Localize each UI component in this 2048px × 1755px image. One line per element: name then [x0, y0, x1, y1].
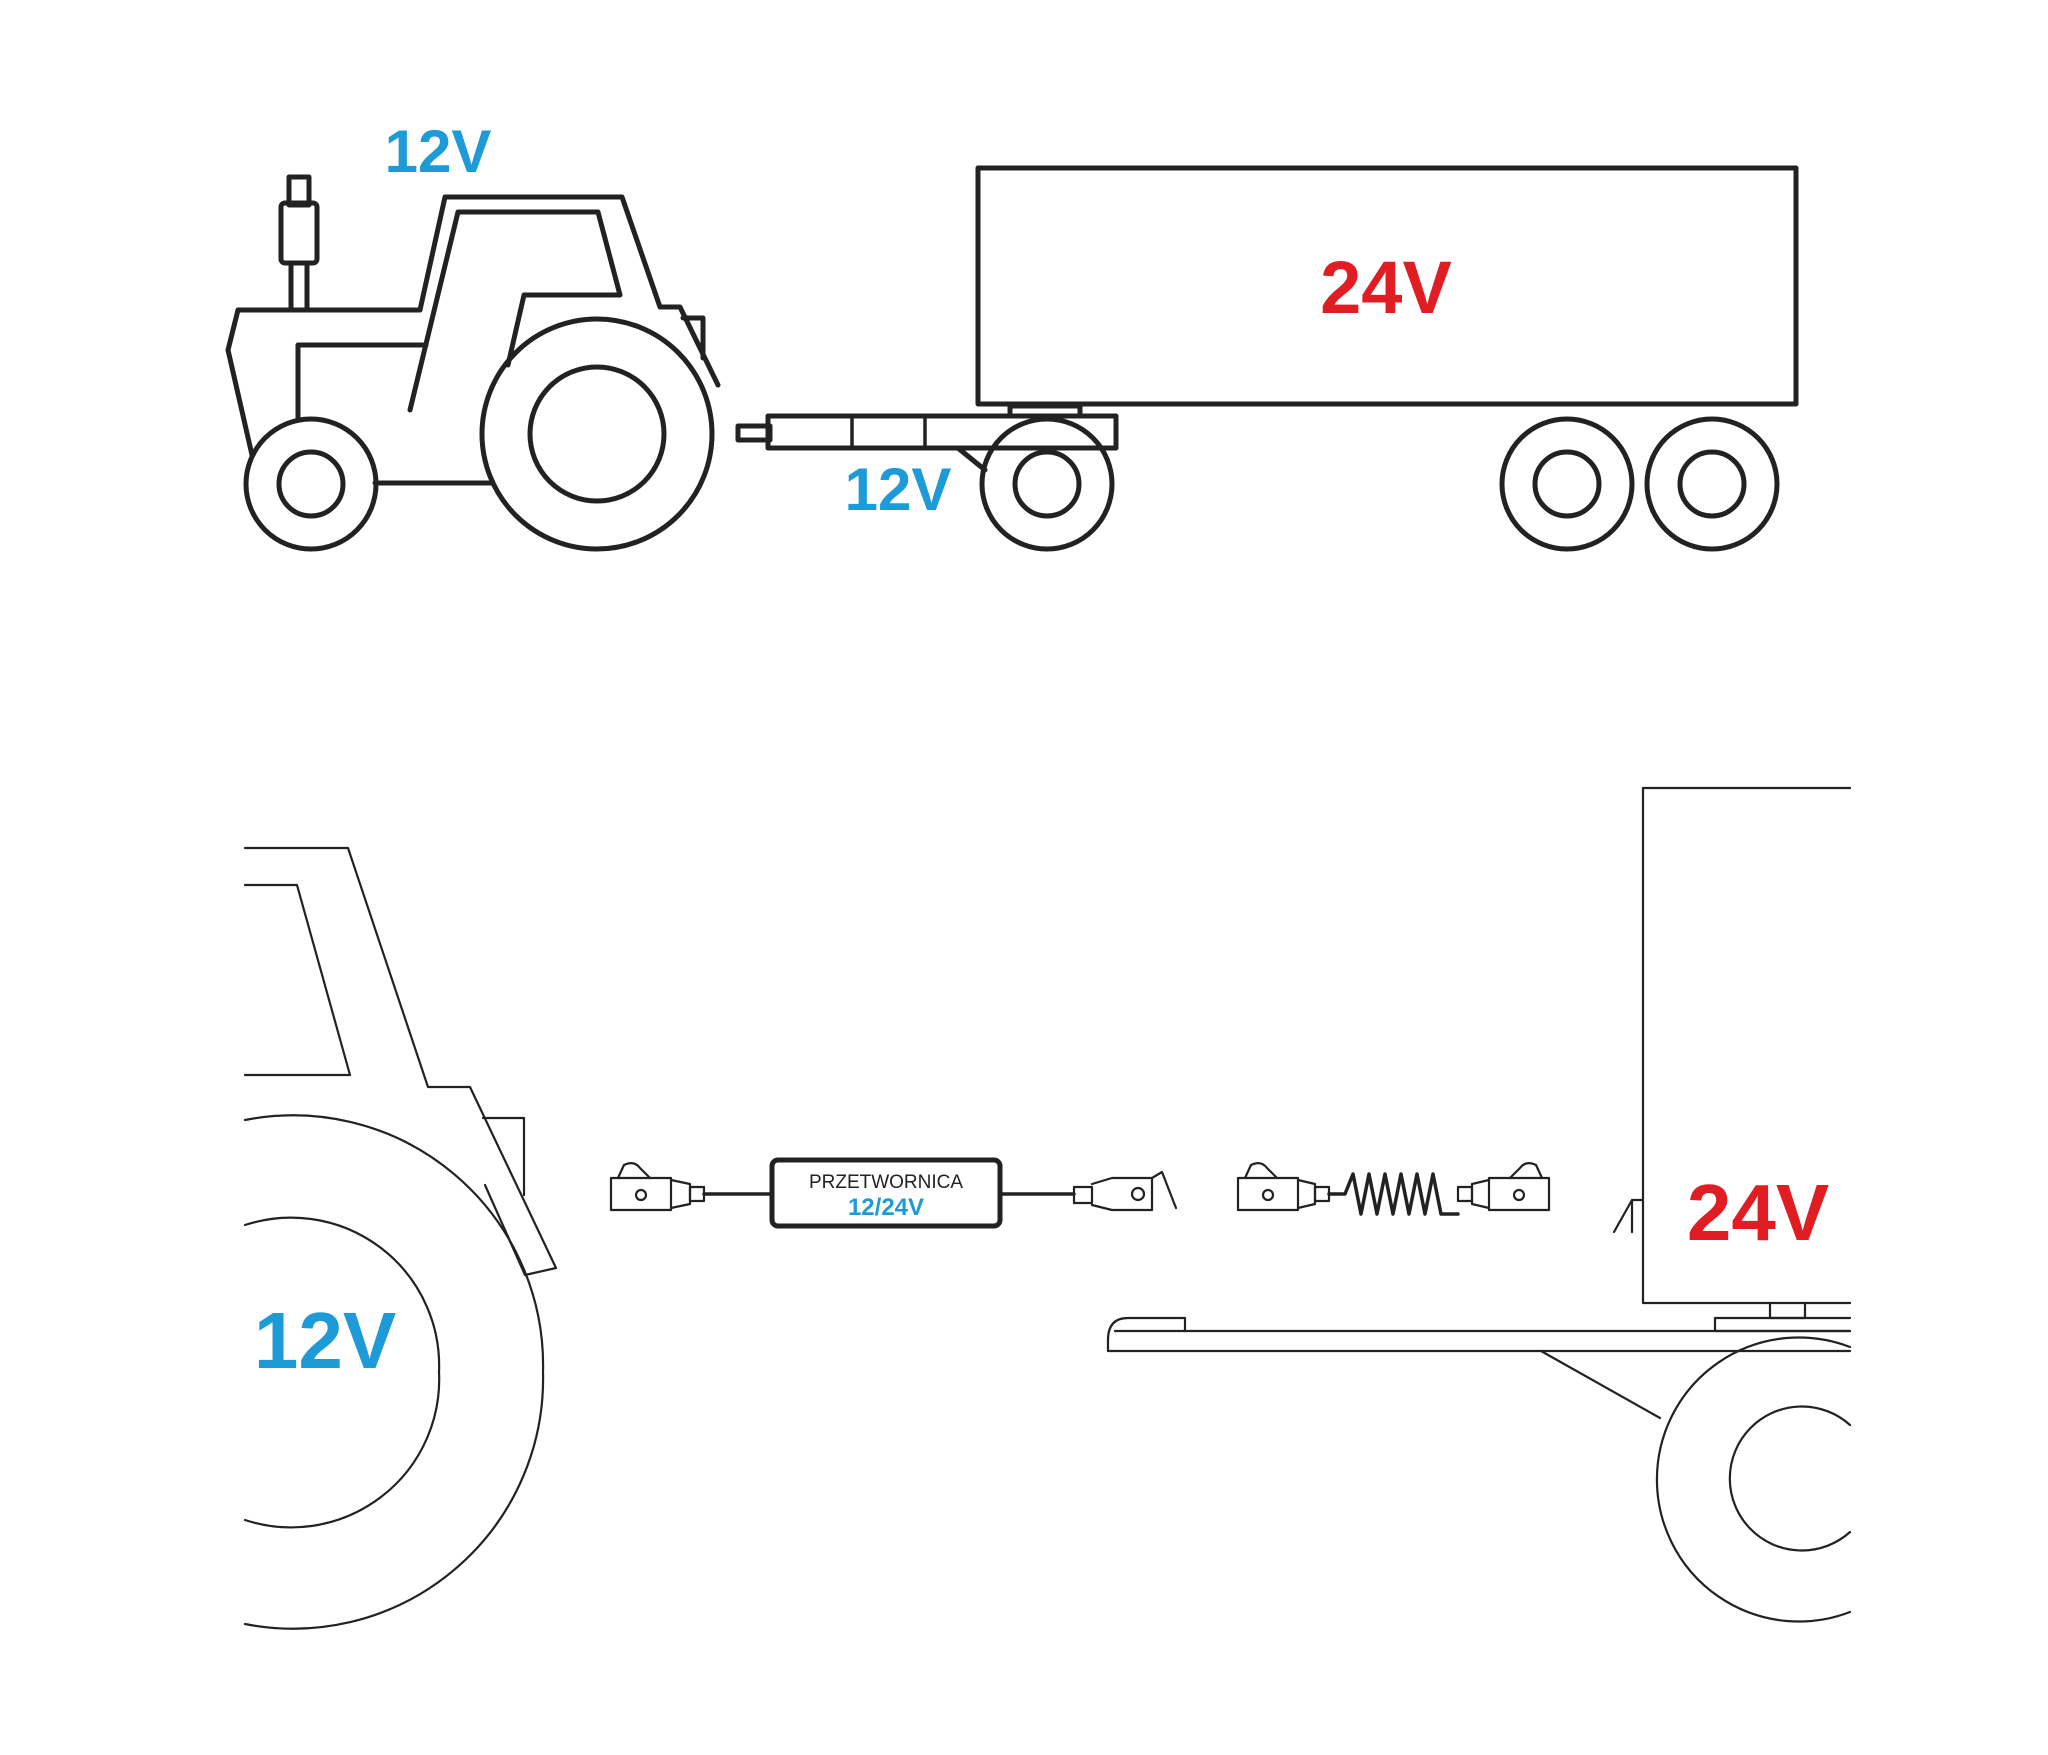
- trailer-hub-front: [1532, 449, 1602, 519]
- trailer: [975, 165, 1799, 552]
- socket-neck: [669, 1178, 692, 1210]
- tractor: [225, 174, 721, 552]
- trailer-closeup: [1106, 786, 1852, 1623]
- converter-name: PRZETWORNICA: [809, 1172, 963, 1193]
- trailer-voltage-label: 24V: [1320, 246, 1452, 329]
- exhaust-muffler: [278, 200, 320, 266]
- trailer-wheel-hub: [1728, 1405, 1852, 1552]
- trailer-frame: [1713, 1316, 1852, 1333]
- exhaust-pipe: [288, 260, 310, 313]
- spiral-left-connector: [1236, 1161, 1331, 1212]
- dolly-frame: [765, 413, 1119, 451]
- socket-pin: [634, 1188, 648, 1202]
- drawbar-hitch: [735, 423, 773, 443]
- tractor-voltage-label: 12V: [385, 118, 492, 185]
- tractor-rear-wheel: [479, 316, 715, 552]
- tractor-hood: [225, 307, 423, 458]
- spiral-cable-icon: [1236, 1161, 1551, 1216]
- left-connector-neck: [1296, 1178, 1317, 1210]
- top-scene: 12V 12V 24V: [225, 118, 1799, 552]
- trailer-turntable: [1768, 1301, 1807, 1320]
- dolly-brace: [955, 445, 988, 473]
- left-connector-body: [1236, 1176, 1300, 1212]
- spiral-coil: [1327, 1172, 1460, 1216]
- tractor-front-hub: [276, 449, 346, 519]
- trailer-brace: [1539, 1349, 1662, 1420]
- right-connector-lid: [1508, 1161, 1544, 1180]
- trailer-socket-bracket: [1612, 1198, 1645, 1234]
- right-connector-sleeve: [1456, 1185, 1474, 1203]
- socket-lid: [616, 1161, 652, 1180]
- right-connector-pin: [1512, 1188, 1526, 1202]
- trailer-wheel: [1655, 1336, 1852, 1623]
- converter-rating: 12/24V: [848, 1194, 924, 1221]
- bottom-scene: PRZETWORNICA 12/24V: [243, 786, 1852, 1630]
- dolly-voltage-label: 12V: [845, 456, 952, 523]
- socket-plug-icon: [609, 1161, 706, 1212]
- socket-body: [609, 1176, 673, 1212]
- tractor-rear-rim: [243, 1216, 441, 1529]
- plug-clip: [1150, 1170, 1178, 1210]
- tractor-fender: [680, 315, 706, 361]
- plug-icon: [1072, 1170, 1178, 1212]
- tractor-closeup: [243, 846, 558, 1630]
- left-connector-sleeve: [1313, 1185, 1331, 1203]
- dolly-hub: [1012, 449, 1082, 519]
- trailer-hub-rear: [1677, 449, 1747, 519]
- left-connector-pin: [1261, 1188, 1275, 1202]
- trailer-wheel-rear: [1644, 416, 1780, 552]
- dolly-wheel: [979, 416, 1115, 552]
- tractor-fender: [481, 1116, 526, 1197]
- right-connector-neck: [1470, 1178, 1491, 1210]
- converter-cable-assembly: PRZETWORNICA 12/24V: [609, 1157, 1178, 1229]
- trailer-wheel-front: [1499, 416, 1635, 552]
- tractor-front-wheel: [243, 416, 379, 552]
- tractor-rear-hub: [527, 364, 667, 504]
- dolly-frame-dividers: [850, 414, 927, 450]
- trailer-box: [975, 165, 1799, 407]
- trailer-closeup-voltage-label: 24V: [1687, 1168, 1829, 1257]
- trailer-drawbar: [1113, 1329, 1852, 1353]
- tractor-rear-tyre: [243, 1114, 545, 1630]
- left-connector-lid: [1243, 1161, 1279, 1180]
- right-connector-body: [1487, 1176, 1551, 1212]
- tractor-cab-outline: [243, 846, 558, 1277]
- plug-sleeve: [1072, 1185, 1094, 1205]
- tractor-closeup-voltage-label: 12V: [254, 1296, 396, 1385]
- trailer-box-edge: [1641, 786, 1852, 1305]
- tractor-cab-window: [243, 883, 352, 1077]
- trailer-drawbar-eye: [1106, 1316, 1187, 1353]
- tractor-cab-window: [407, 209, 623, 413]
- tractor-body-line: [295, 342, 429, 423]
- tractor-cab-outer: [417, 194, 721, 388]
- spiral-right-connector: [1456, 1161, 1551, 1212]
- plug-pin: [1130, 1186, 1146, 1202]
- plug-body: [1090, 1176, 1154, 1212]
- socket-sleeve: [688, 1185, 706, 1203]
